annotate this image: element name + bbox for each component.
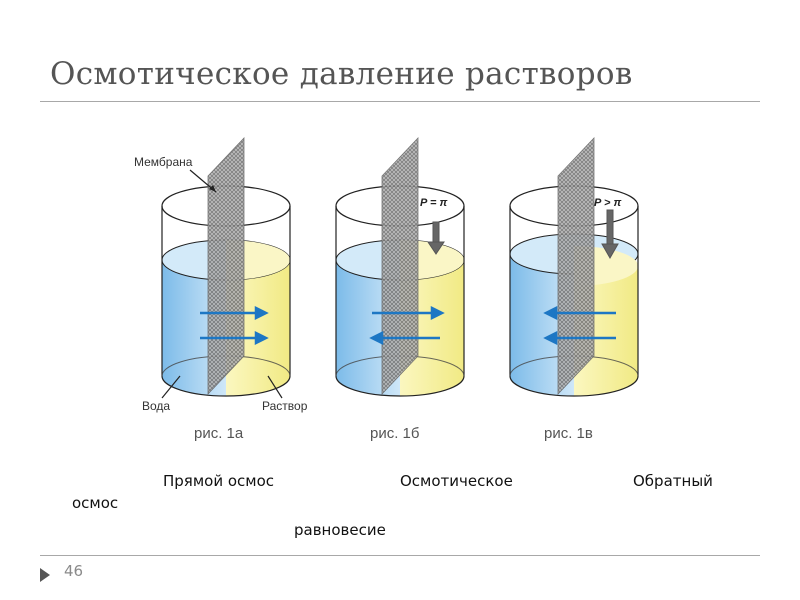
water-pointer (161, 375, 181, 399)
caption-direct-osmosis: Прямой осмос (163, 472, 274, 490)
flow-arrows-1a (200, 305, 269, 346)
water-label: Вода (142, 399, 170, 413)
membrane-label: Мембрана (134, 155, 193, 169)
fig-1b-label: рис. 1б (370, 425, 420, 442)
osmosis-figure: Мембрана Вода Раствор P = π P > π рис. 1… (134, 136, 639, 442)
flow-arrows-1b (369, 305, 445, 346)
membrane-1v (557, 136, 595, 396)
membrane-1b (381, 136, 419, 396)
pressure-arrow-1b (427, 221, 445, 255)
slide-number: 46 (64, 562, 84, 580)
caption-equilibrium: равновесие (294, 521, 386, 539)
p-equal-label: P = π (420, 197, 447, 209)
caption-osmotic: Осмотическое (400, 472, 513, 490)
caption-reverse: Обратный (633, 472, 713, 490)
p-greater-label: P > π (594, 197, 621, 209)
slide-title: Осмотическое давление растворов (50, 56, 633, 92)
solution-pointer (267, 375, 283, 399)
title-divider (40, 101, 760, 102)
fig-1a-label: рис. 1а (194, 425, 244, 442)
beaker-1b (335, 136, 465, 397)
membrane-1a (207, 136, 245, 396)
footer-arrow-icon (40, 568, 50, 582)
caption-osmos: осмос (72, 494, 119, 512)
beaker-1v (509, 136, 639, 397)
beaker-1a (161, 136, 291, 397)
fig-1v-label: рис. 1в (544, 425, 593, 442)
pressure-arrow-1v (601, 209, 619, 260)
footer-divider (40, 555, 760, 556)
flow-arrows-1v (543, 305, 616, 346)
solution-label: Раствор (262, 399, 308, 413)
